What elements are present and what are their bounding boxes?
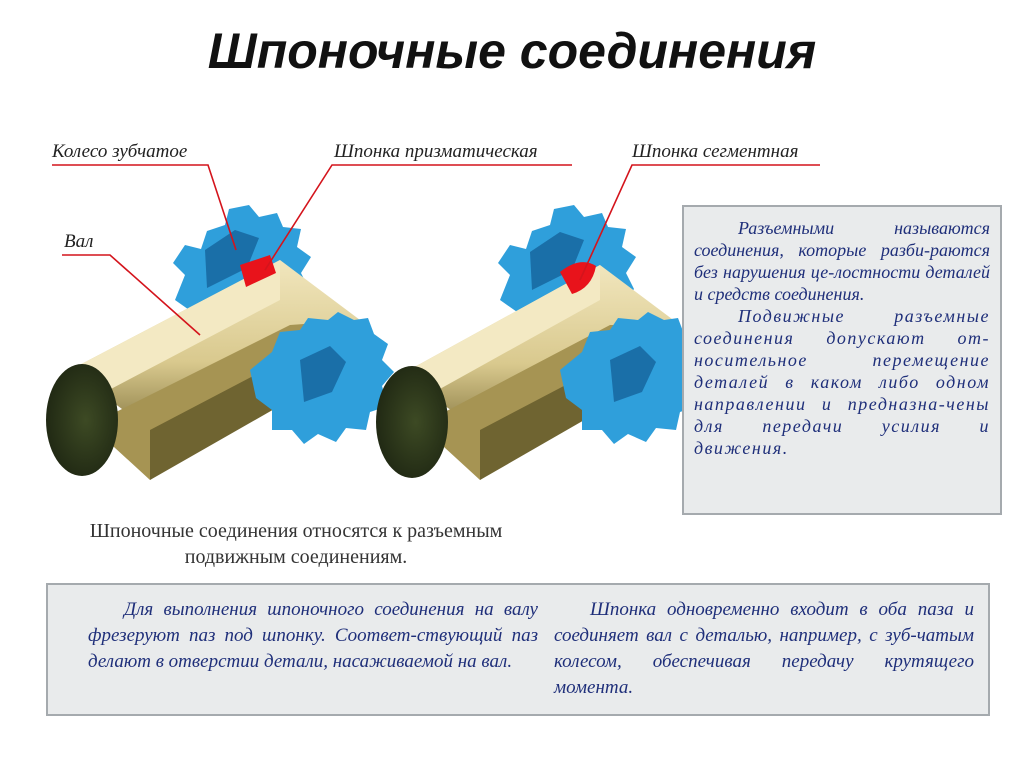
shaft-end-right [376,366,448,478]
explanation-left: Для выполнения шпоночного соединения на … [88,597,538,675]
label-segment-key: Шпонка сегментная [632,141,799,162]
leader-shaft [62,254,201,336]
right-assembly [376,205,704,480]
definition-paragraph-2: Подвижные разъемные соединения допускают… [694,306,990,458]
shaft-end-left [46,364,118,476]
explanation-right-text: Шпонка одновременно входит в оба паза и … [554,599,974,698]
leader-prismatic-key [264,164,572,271]
leader-segment-key [579,164,820,281]
explanation-left-text: Для выполнения шпоночного соединения на … [88,599,538,672]
explanation-right: Шпонка одновременно входит в оба паза и … [554,597,974,701]
gear-lower-left [250,312,394,444]
gear-lower-right [560,312,704,444]
definition-box: Разъемными называются соединения, которы… [682,205,1002,515]
label-prismatic-key: Шпонка призматическая [334,141,538,162]
label-gear: Колесо зубчатое [52,141,188,162]
label-shaft: Вал [64,231,94,252]
segment-key [560,262,596,294]
figure-caption: Шпоночные соединения относятся к разъемн… [89,520,503,568]
prismatic-key [240,255,276,287]
page-title: Шпоночные соединения [207,23,817,79]
explanation-box: Для выполнения шпоночного соединения на … [46,583,990,716]
shaft-body-left [70,260,360,430]
leader-lines [52,164,820,336]
leader-gear [52,164,237,251]
shaft-body-right [400,265,680,430]
left-assembly [46,205,394,480]
definition-paragraph-1: Разъемными называются соединения, которы… [694,218,990,304]
